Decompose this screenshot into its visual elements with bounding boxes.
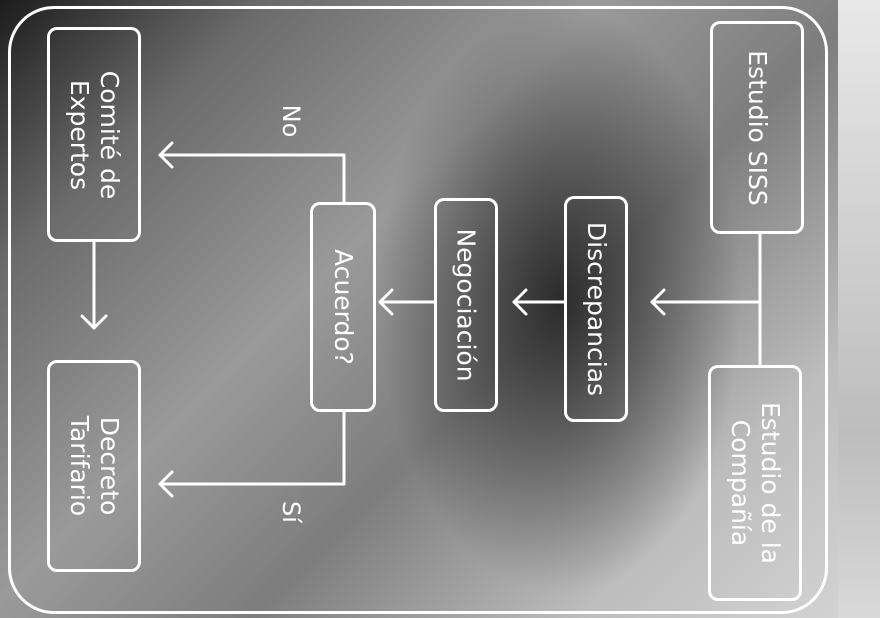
arrowhead-decreto [158,470,174,498]
node-estudio-compania: Estudio de la Compañía [708,365,802,601]
right-edge-strip [838,0,880,618]
node-estudio-siss-label: Estudio SISS [743,49,773,206]
node-estudio-compania-line2: Compañía [726,419,755,547]
node-decreto-tarifario: Decreto Tarifario [47,360,141,572]
node-negociacion-label: Negociación [452,228,481,382]
edge-label-no: No [277,104,305,138]
node-acuerdo-label: Acuerdo? [329,249,358,365]
node-discrepancias: Discrepancias [564,196,628,422]
connector-no-branch [158,153,346,204]
diagram-frame [8,6,828,614]
node-negociacion: Negociación [434,198,498,412]
connector-si-branch [158,410,346,486]
edge-label-si: Sí [277,501,305,523]
arrowhead-comite-decreto [80,314,108,330]
arrowhead-discrepancias [650,288,666,316]
node-decreto-line2: Tarifario [65,415,95,517]
node-comite-line2: Expertos [65,79,94,190]
node-comite-line1: Comité de [95,70,124,199]
arrowhead-negociacion [512,288,528,316]
node-acuerdo: Acuerdo? [310,202,376,412]
node-comite-expertos: Comité de Expertos [47,27,141,242]
node-estudio-compania-line1: Estudio de la [756,402,785,564]
arrowhead-acuerdo [378,288,394,316]
arrowhead-comite [158,141,174,169]
node-decreto-line1: Decreto [95,416,125,516]
node-discrepancias-label: Discrepancias [582,221,611,397]
node-estudio-siss: Estudio SISS [710,21,804,234]
